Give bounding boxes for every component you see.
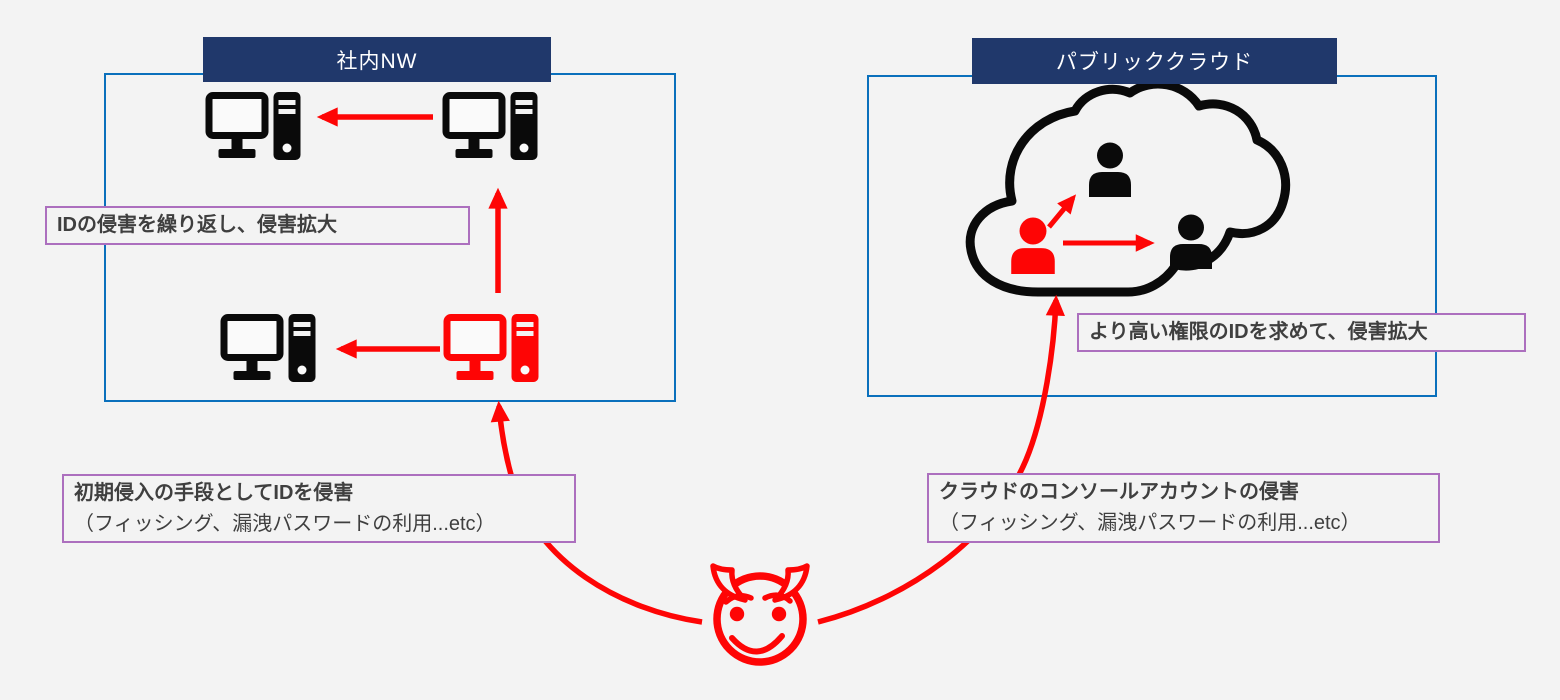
public-cloud-header: パブリッククラウド	[972, 38, 1337, 84]
cloud-account-attack-label: クラウドのコンソールアカウントの侵害 （フィッシング、漏洩パスワードの利用...…	[927, 473, 1440, 543]
computer-icon	[446, 92, 538, 160]
computer-icon	[209, 92, 301, 160]
initial-intrusion-detail: （フィッシング、漏洩パスワードの利用...etc）	[74, 512, 496, 535]
cloud-spread-label: より高い権限のIDを求めて、侵害拡大	[1077, 313, 1526, 352]
user-icon	[1170, 214, 1212, 269]
attack-path-curve-to-cloud	[817, 294, 1065, 625]
devil-face-icon	[710, 563, 810, 666]
initial-intrusion-label: 初期侵入の手段としてIDを侵害 （フィッシング、漏洩パスワードの利用...etc…	[62, 474, 576, 543]
initial-intrusion-title: 初期侵入の手段としてIDを侵害	[74, 481, 354, 504]
cloud-icon	[965, 79, 1291, 297]
compromised-computer-icon	[447, 314, 539, 382]
computer-icon	[224, 314, 316, 382]
user-icon	[1089, 142, 1131, 197]
cloud-account-attack-title: クラウドのコンソールアカウントの侵害	[939, 481, 1299, 503]
cloud-escalation-arrow-diagonal	[1047, 194, 1077, 229]
internal-network-header: 社内NW	[203, 37, 551, 82]
cloud-account-attack-detail: （フィッシング、漏洩パスワードの利用...etc）	[939, 512, 1361, 534]
network-spread-label: IDの侵害を繰り返し、侵害拡大	[45, 206, 470, 245]
